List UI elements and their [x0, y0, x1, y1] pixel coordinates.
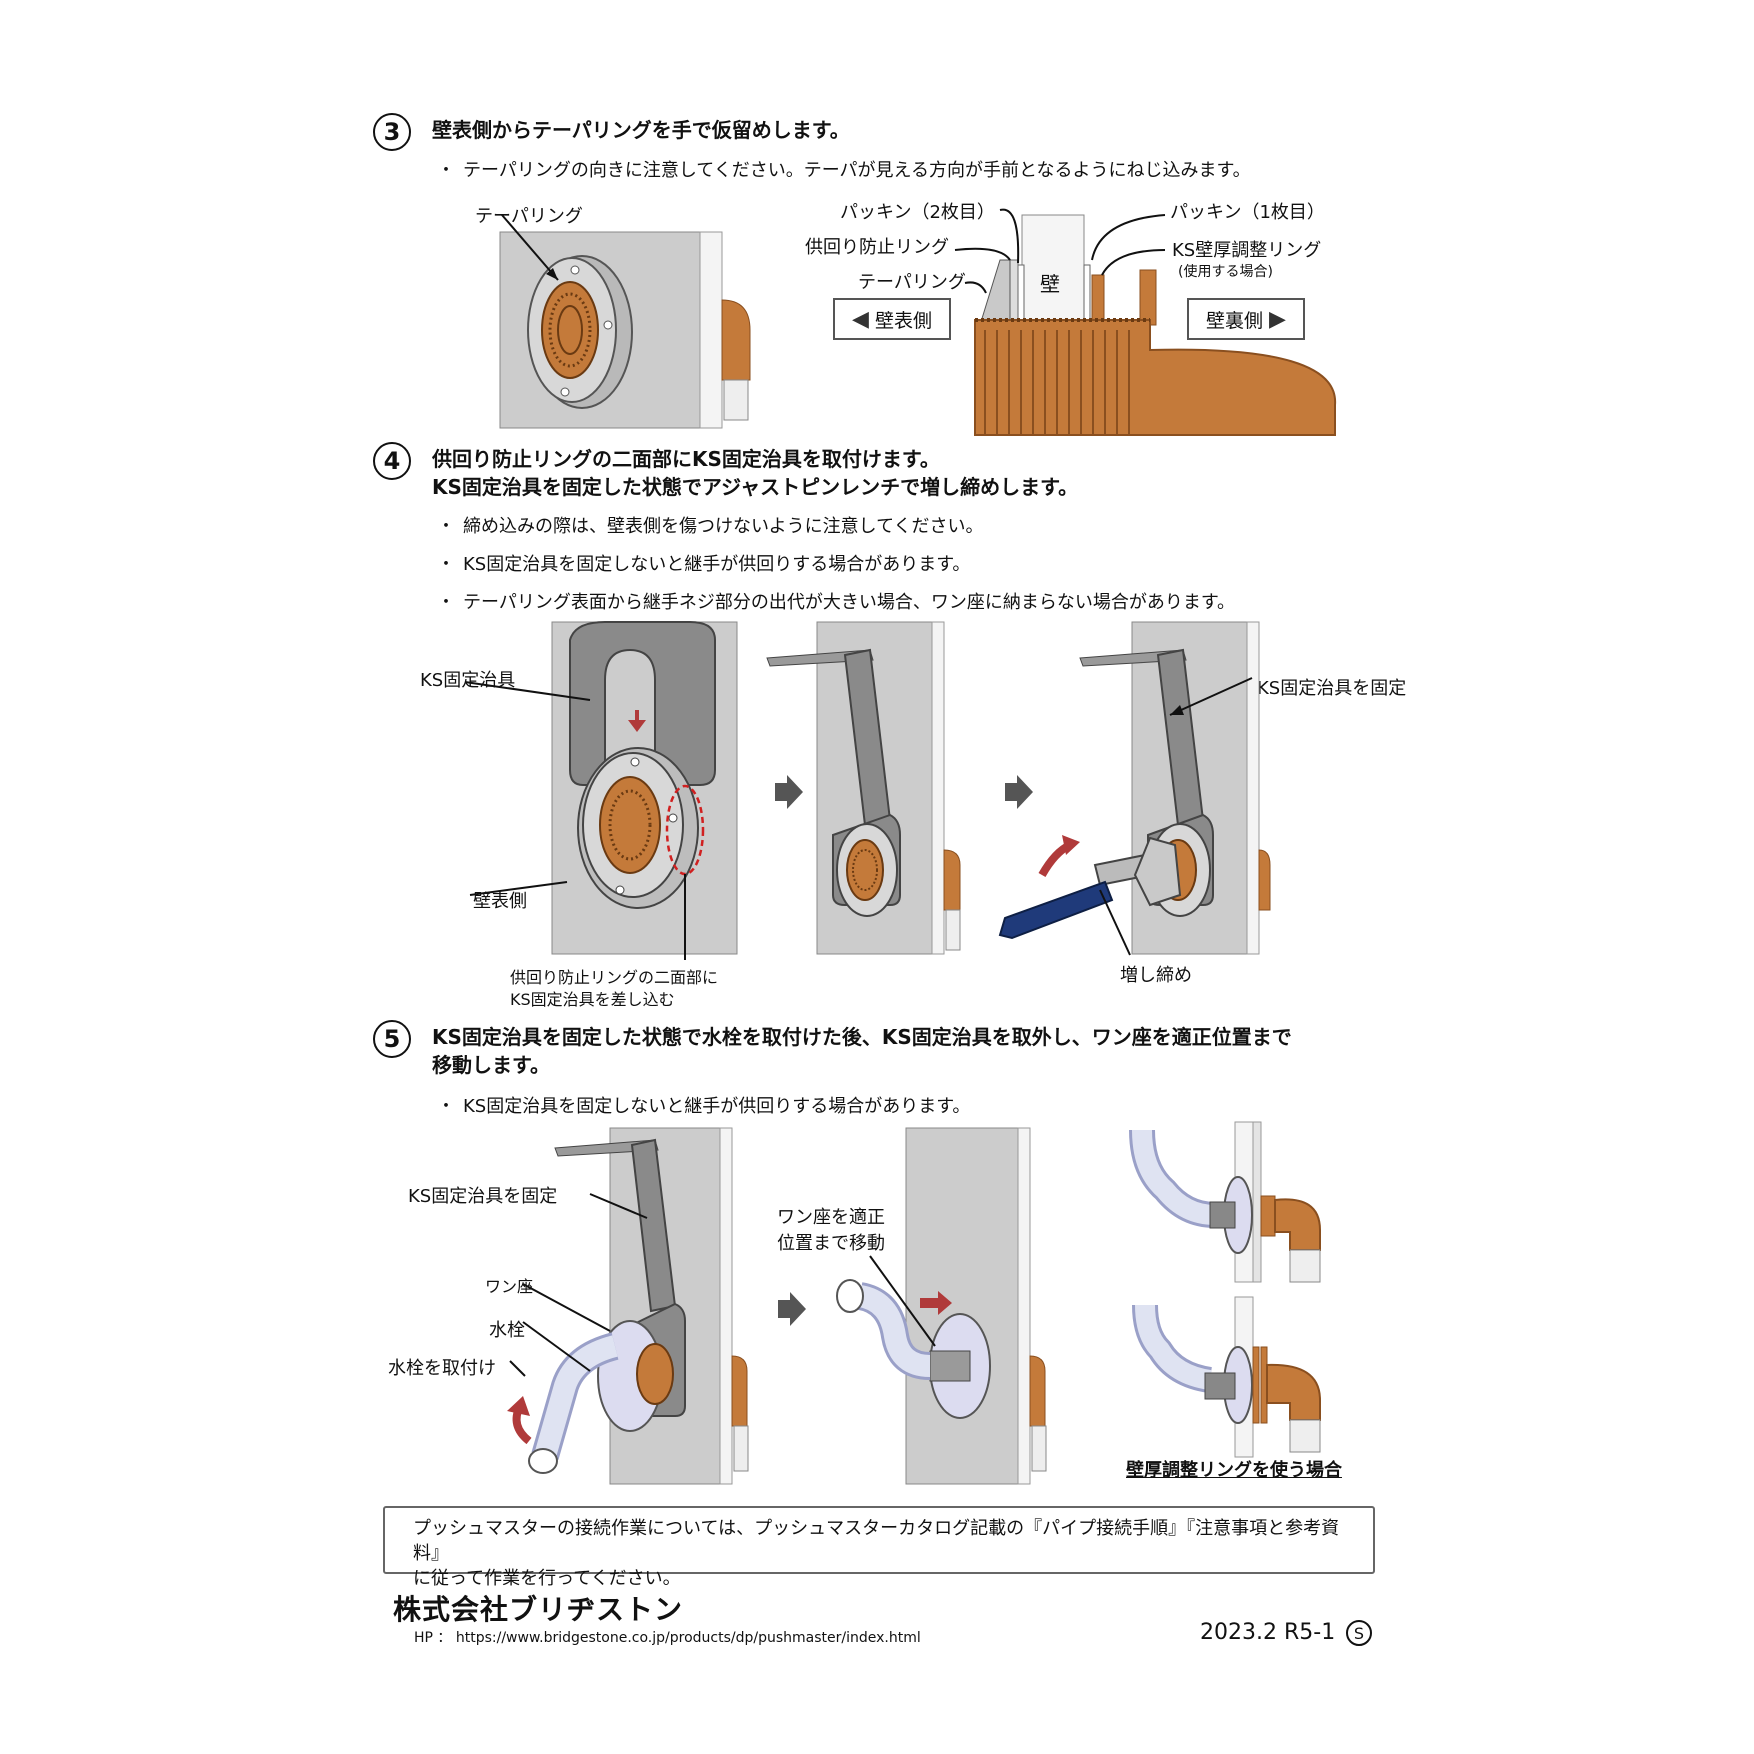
wall-back-text: 壁裏側: [1206, 309, 1264, 332]
step4-bullet-1: 締め込みの際は、壁表側を傷つけないように注意してください。: [437, 512, 984, 538]
wall-back-badge: 壁裏側 ▶: [1187, 298, 1305, 340]
step4-title-line1: 供回り防止リングの二面部にKS固定治具を取付けます。: [432, 447, 940, 471]
step3-ring-illustration: [499, 214, 751, 429]
step3-number: 3: [373, 113, 411, 151]
wall-ring-case-label: 壁厚調整リングを使う場合: [1126, 1460, 1342, 1481]
wall-front-label-step4: 壁表側: [473, 891, 527, 912]
step3-cross-section: [954, 208, 1337, 436]
step5-panel-3-top: [1129, 1121, 1321, 1283]
document-version: 2023.2 R5-1: [1200, 1620, 1336, 1645]
move-label-line1: ワン座を適正: [777, 1207, 885, 1228]
insert-label-line1: 供回り防止リングの二面部に: [510, 968, 719, 987]
step4-panel-2: [766, 621, 961, 955]
step3-bullet-1: テーパリングの向きに注意してください。テーパが見える方向が手前となるようにねじ込…: [437, 156, 1251, 182]
homepage-url: HP ： https://www.bridgestone.co.jp/produ…: [414, 1630, 921, 1646]
faucet-label: 水栓: [489, 1320, 525, 1341]
right-arrow-icon: ▶: [1269, 306, 1286, 332]
insert-label-line2: KS固定治具を差し込む: [510, 990, 675, 1009]
note-box: プッシュマスターの接続作業については、プッシュマスターカタログ記載の『パイプ接続…: [383, 1506, 1375, 1589]
ks-wall-ring-label: KS壁厚調整リング: [1172, 240, 1322, 261]
ks-jig-fixed-label-step5: KS固定治具を固定: [408, 1186, 558, 1207]
step5-panel-3-bottom: [1132, 1296, 1321, 1458]
ks-jig-fixed-label: KS固定治具を固定: [1257, 678, 1407, 699]
taper-ring-label: テーパリング: [475, 206, 583, 227]
step4-bullet-2: KS固定治具を固定しないと継手が供回りする場合があります。: [437, 550, 970, 576]
step4-panel-3: [998, 621, 1271, 956]
step5-panel-1: [507, 1127, 749, 1485]
note-line2: に従って作業を行ってください。: [413, 1568, 681, 1589]
step4-bullet-3: テーパリング表面から継手ネジ部分の出代が大きい場合、ワン座に納まらない場合があり…: [437, 588, 1235, 614]
step4-arrow-2: [1005, 775, 1033, 809]
wall-front-badge: ◀ 壁表側: [833, 298, 951, 340]
step4-number: 4: [373, 442, 411, 480]
step5-title-line1: KS固定治具を固定した状態で水栓を取付けた後、KS固定治具を取外し、ワン座を適正…: [432, 1025, 1292, 1049]
step5-number: 5: [373, 1020, 411, 1058]
company-name: 株式会社ブリヂストン: [393, 1593, 684, 1626]
step3-title: 壁表側からテーパリングを手で仮留めします。: [432, 118, 850, 142]
step5-panel-2: [836, 1127, 1047, 1485]
step5-title-line2: 移動します。: [432, 1053, 550, 1077]
wall-front-text: 壁表側: [874, 309, 932, 332]
step5-bullet-1: KS固定治具を固定しないと継手が供回りする場合があります。: [437, 1092, 970, 1118]
tighten-label: 増し締め: [1120, 965, 1192, 986]
step4-title-line2: KS固定治具を固定した状態でアジャストピンレンチで増し締めします。: [432, 475, 1079, 499]
anti-rotation-ring-label: 供回り防止リング: [805, 237, 949, 258]
note-line1: プッシュマスターの接続作業については、プッシュマスターカタログ記載の『パイプ接続…: [413, 1518, 1340, 1564]
wanza-label: ワン座: [485, 1277, 534, 1296]
taper-ring-label-right: テーパリング: [858, 272, 966, 293]
packing-2-label: パッキン（2枚目）: [840, 202, 995, 223]
ks-wall-ring-note: (使用する場合): [1178, 264, 1273, 280]
move-label-line2: 位置まで移動: [777, 1233, 885, 1254]
attach-faucet-label: 水栓を取付け: [388, 1358, 496, 1379]
packing-1-label: パッキン（1枚目）: [1170, 202, 1325, 223]
s-mark-icon: S: [1346, 1620, 1372, 1646]
step4-panel-1: [464, 621, 738, 960]
step5-arrow-1: [778, 1292, 806, 1326]
left-arrow-icon: ◀: [852, 306, 869, 332]
step4-arrow-1: [775, 775, 803, 809]
wall-label: 壁: [1040, 272, 1060, 296]
